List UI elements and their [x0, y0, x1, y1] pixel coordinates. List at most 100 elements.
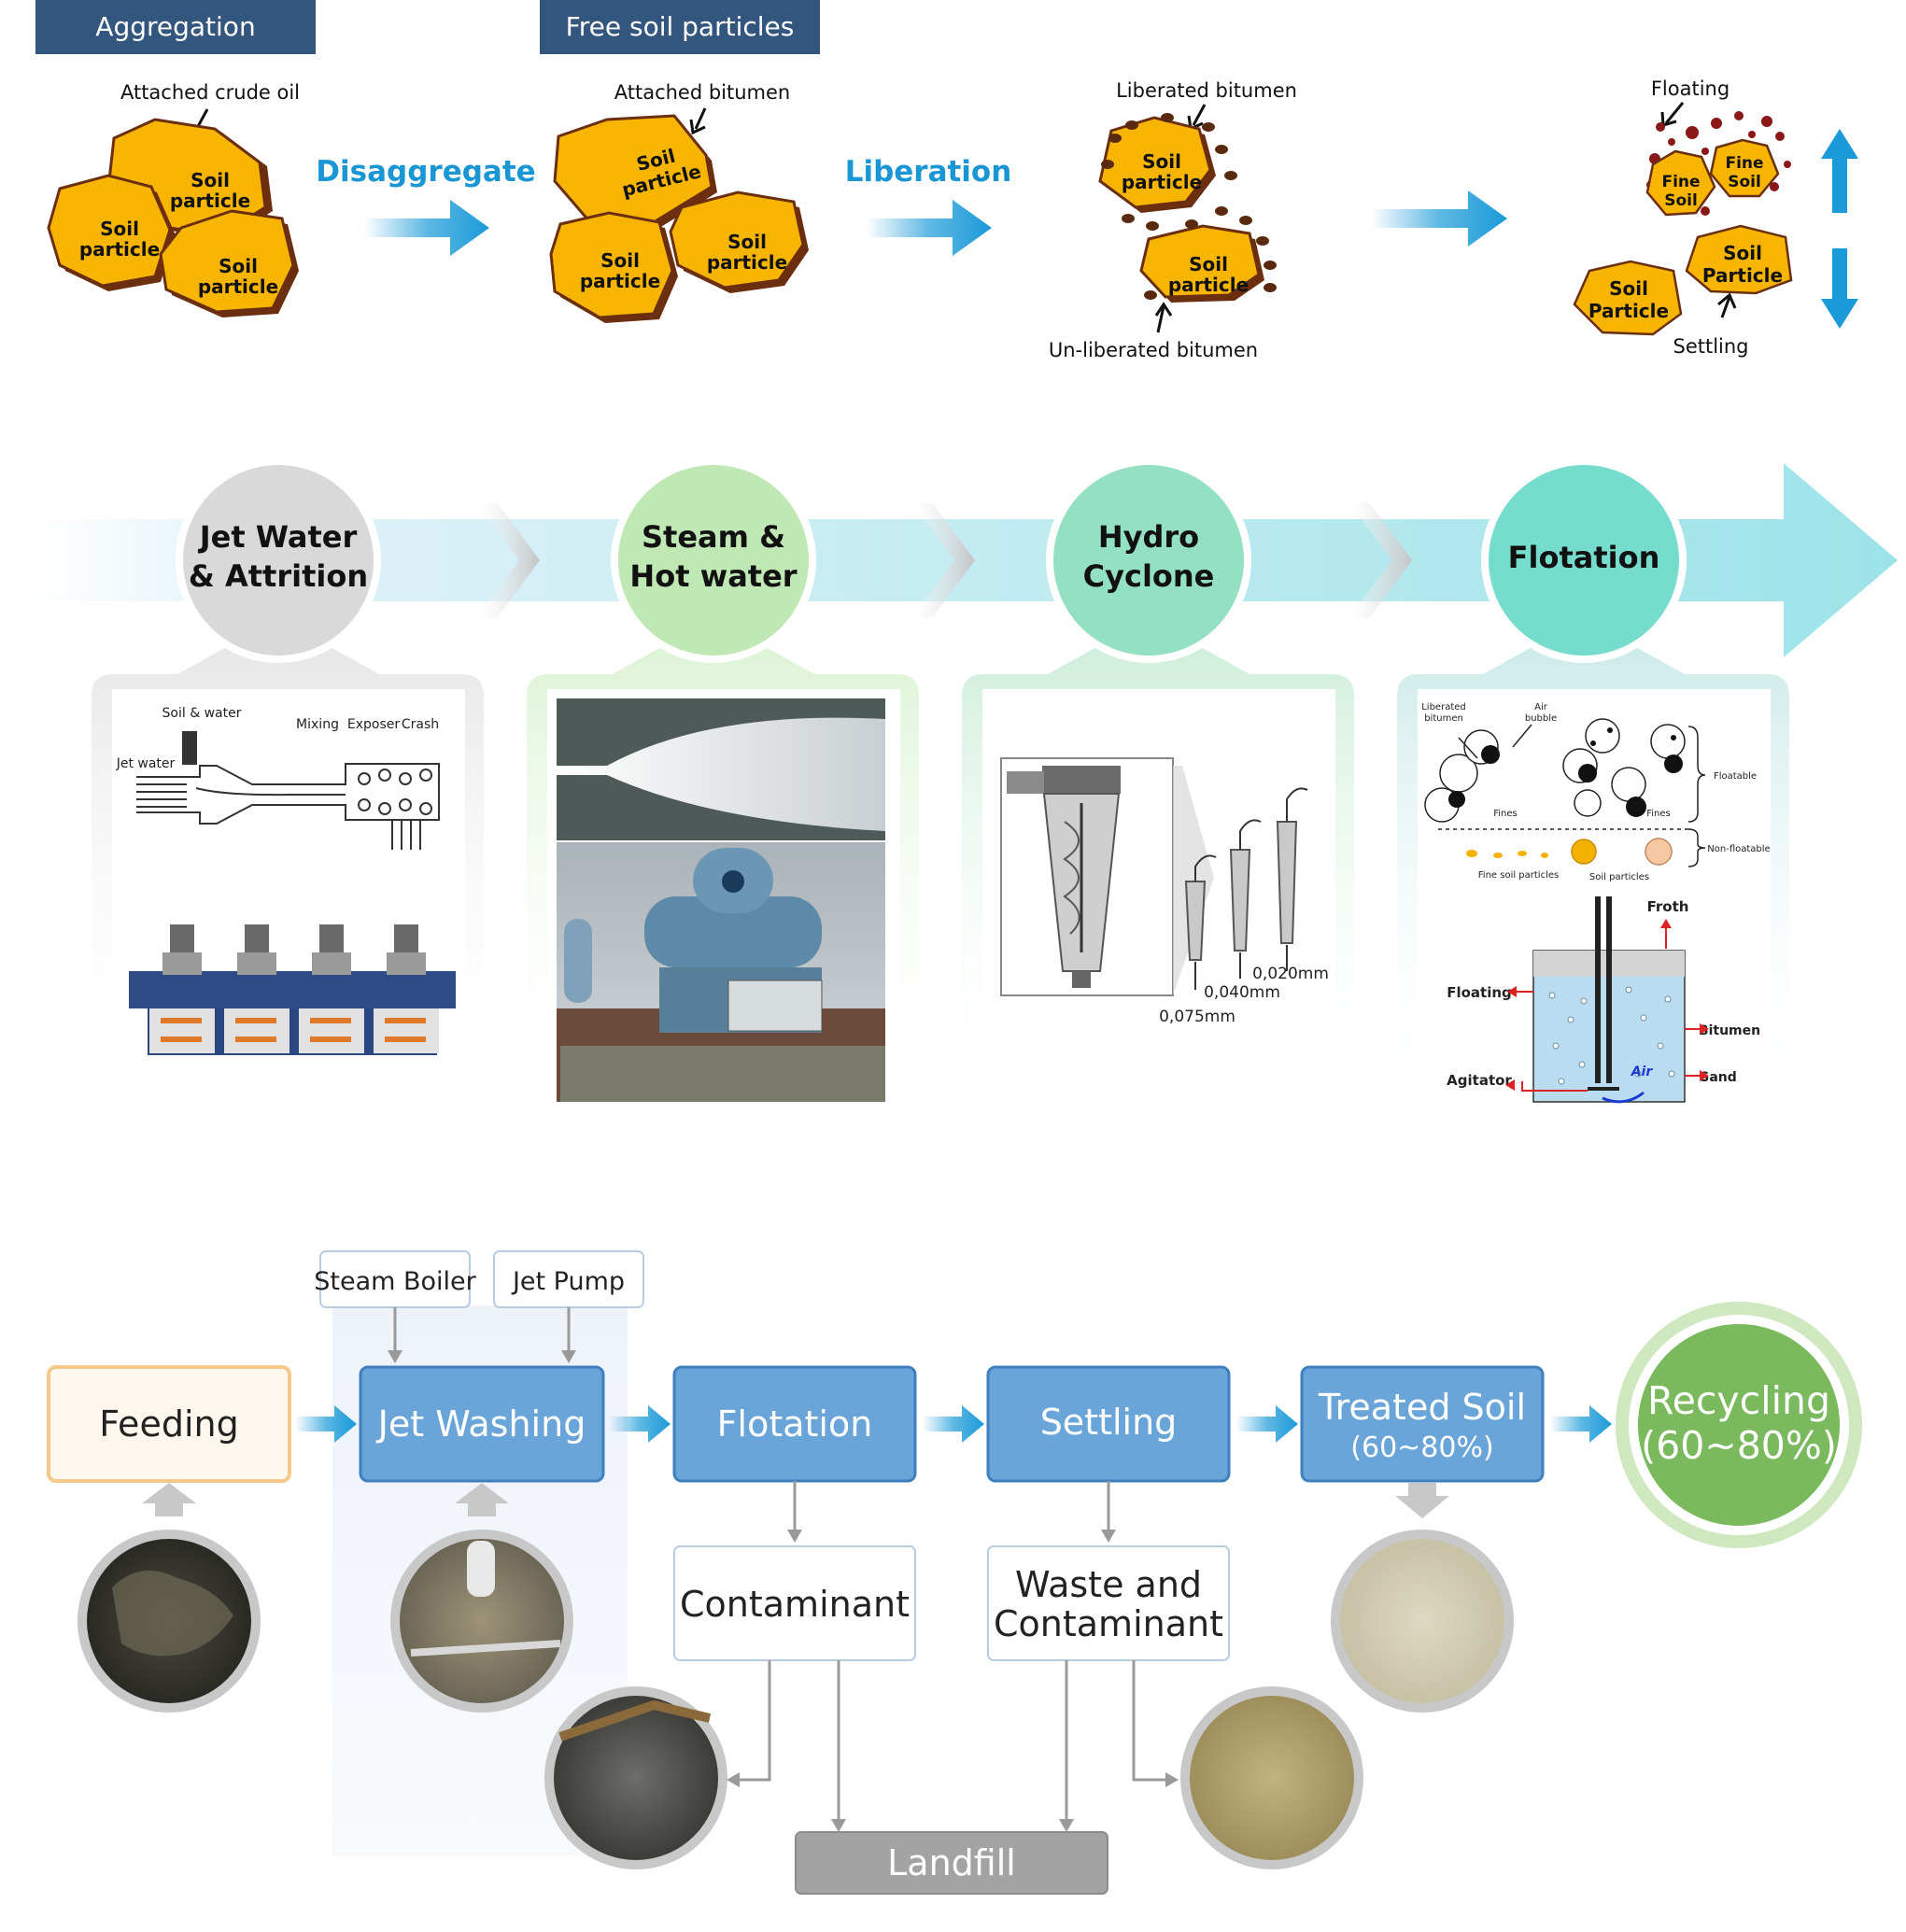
step-jet-water: Jet Water & Attrition — [176, 458, 381, 663]
waste-label-line1: Waste and — [1015, 1564, 1202, 1605]
svg-text:Soil: Soil — [1609, 277, 1648, 300]
top-section: Aggregation Free soil particles Attached… — [35, 0, 1858, 361]
contaminant-photo — [544, 1686, 727, 1869]
label-floating: Floating — [1651, 78, 1730, 100]
waste-box — [987, 1545, 1230, 1661]
svg-text:particle: particle — [580, 270, 660, 292]
flotation-drawing: Liberated bitumen Air bubble Fines Fines… — [1421, 702, 1771, 1104]
svg-text:particle: particle — [198, 275, 278, 298]
contaminant-label: Contaminant — [680, 1584, 910, 1625]
svg-text:bitumen: bitumen — [1424, 713, 1463, 724]
feeding-box — [47, 1365, 291, 1483]
svg-text:Soil: Soil — [100, 218, 139, 240]
liberated-particles: Liberated bitumen Soil particle Soil par… — [1049, 79, 1297, 361]
svg-text:Fine: Fine — [1725, 154, 1763, 173]
step-steam-line1: Steam & — [642, 519, 785, 555]
label-liberation: Liberation — [845, 155, 1012, 189]
svg-text:Particle: Particle — [1702, 264, 1783, 287]
step-hydro-cyclone: Hydro Cyclone — [1046, 458, 1251, 663]
step-flotation: Flotation — [1481, 458, 1687, 663]
svg-text:Fines: Fines — [1493, 809, 1518, 819]
chevron-right-icon — [476, 502, 540, 618]
right-arrow-icon — [609, 1405, 671, 1443]
flow-section: Steam Boiler Jet Pump Feeding Jet Washin… — [47, 1250, 1862, 1895]
svg-text:Soil particles: Soil particles — [1589, 872, 1649, 882]
jet-washing-photo — [390, 1530, 573, 1713]
landfill-label: Landfill — [887, 1842, 1016, 1883]
settling-label: Settling — [1040, 1402, 1178, 1443]
svg-text:Floatable: Floatable — [1714, 771, 1757, 782]
svg-text:Non-floatable: Non-floatable — [1707, 844, 1770, 854]
landfill-box — [795, 1831, 1108, 1895]
step-flotation-line1: Flotation — [1508, 540, 1660, 575]
svg-text:Soil & water: Soil & water — [162, 706, 242, 721]
svg-text:Bitumen: Bitumen — [1699, 1023, 1760, 1038]
recycling-circle: Recycling (60~80%) — [1616, 1302, 1862, 1548]
feeding-photo — [78, 1530, 261, 1713]
contaminant-box — [673, 1545, 916, 1661]
header-aggregation — [35, 0, 316, 54]
treated-soil-label: Treated Soil — [1318, 1387, 1526, 1428]
recycling-pct: (60~80%) — [1641, 1423, 1837, 1468]
svg-text:Soil: Soil — [1723, 242, 1762, 264]
treated-soil-pct: (60~80%) — [1350, 1431, 1493, 1464]
svg-text:Mixing: Mixing — [296, 717, 339, 732]
svg-text:Exposer: Exposer — [347, 717, 400, 732]
down-arrow-icon — [1821, 248, 1858, 329]
svg-text:Froth: Froth — [1647, 898, 1689, 915]
feeding-label: Feeding — [99, 1403, 238, 1445]
hydrocyclone-drawing: 0,020mm 0,040mm 0,075mm — [1000, 757, 1329, 1026]
svg-text:Soil: Soil — [600, 249, 640, 272]
jet-pump-label: Jet Pump — [511, 1267, 625, 1296]
svg-text:Jet water: Jet water — [116, 756, 176, 771]
svg-text:Fine: Fine — [1661, 173, 1700, 191]
header-free-soil — [540, 0, 820, 54]
right-arrow-icon — [1371, 190, 1507, 247]
label-liberated-bitumen: Liberated bitumen — [1116, 79, 1297, 102]
svg-text:particle: particle — [707, 251, 787, 274]
chevron-right-icon — [911, 502, 975, 618]
header-free-soil-label: Free soil particles — [566, 11, 795, 42]
svg-text:0,075mm: 0,075mm — [1159, 1008, 1235, 1026]
header-aggregation-label: Aggregation — [95, 11, 255, 42]
svg-text:0,020mm: 0,020mm — [1252, 965, 1329, 983]
jet-washing-label: Jet Washing — [376, 1403, 586, 1445]
chevron-right-icon — [1348, 502, 1412, 618]
svg-text:Crash: Crash — [402, 717, 439, 732]
right-arrow-icon — [867, 200, 992, 256]
svg-text:Sand: Sand — [1700, 1070, 1737, 1085]
flotation-label: Flotation — [717, 1403, 873, 1445]
waste-label-line2: Contaminant — [994, 1603, 1223, 1644]
aggregated-particles: Attached crude oil Soil particle Soil pa… — [47, 81, 300, 317]
up-arrow-icon — [1821, 129, 1858, 213]
step-jet-water-line2: & Attrition — [189, 558, 368, 594]
svg-text:Floating: Floating — [1447, 984, 1512, 1001]
svg-text:0,040mm: 0,040mm — [1204, 983, 1280, 1002]
label-attached-bitumen: Attached bitumen — [614, 81, 791, 104]
svg-text:Fine soil particles: Fine soil particles — [1478, 870, 1559, 881]
label-settling: Settling — [1673, 335, 1748, 358]
svg-text:Air: Air — [1631, 1065, 1654, 1079]
steam-photo — [557, 698, 885, 1102]
label-unliberated-bitumen: Un-liberated bitumen — [1049, 339, 1258, 361]
step-steam-line2: Hot water — [629, 558, 797, 594]
svg-text:Particle: Particle — [1588, 300, 1669, 322]
svg-text:Air: Air — [1534, 702, 1548, 712]
svg-text:Soil: Soil — [1142, 150, 1181, 173]
svg-text:Soil: Soil — [1728, 173, 1761, 191]
step-hydro-line2: Cyclone — [1083, 558, 1215, 594]
free-particles: Attached bitumen Soil particle Soil part… — [549, 81, 809, 323]
floating-settling: Floating Fine Soil Fine Soil Soil Partic… — [1573, 78, 1858, 358]
recycling-label: Recycling — [1647, 1378, 1830, 1423]
label-attached-crude-oil: Attached crude oil — [120, 81, 300, 104]
svg-text:Soil: Soil — [191, 169, 230, 191]
steam-boiler-label: Steam Boiler — [314, 1267, 476, 1296]
svg-text:Agitator: Agitator — [1447, 1072, 1512, 1089]
down-arrow-icon — [1395, 1483, 1449, 1518]
svg-text:particle: particle — [1122, 171, 1202, 193]
svg-text:bubble: bubble — [1525, 713, 1557, 724]
svg-text:Soil: Soil — [727, 231, 767, 253]
label-disaggregate: Disaggregate — [316, 155, 535, 189]
treated-soil-photo — [1331, 1530, 1514, 1713]
